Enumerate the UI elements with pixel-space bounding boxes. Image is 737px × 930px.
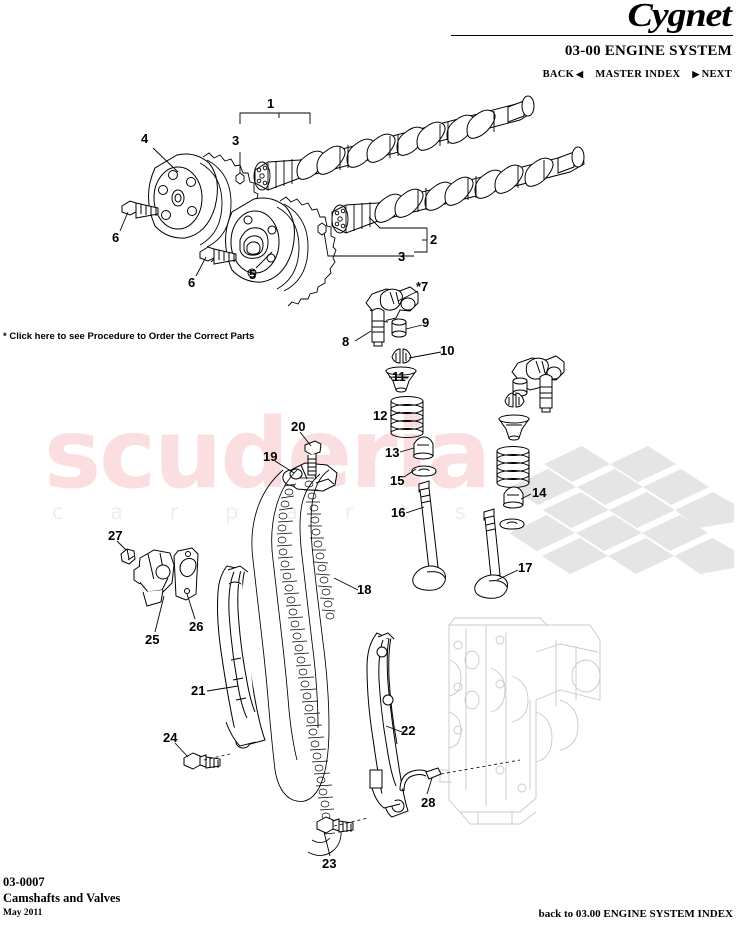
callout-28: 28 [421,795,436,810]
next-link[interactable]: NEXT [701,69,732,80]
intake-valve [412,480,446,591]
callout-27: 27 [108,528,123,543]
callout-6-upper: 6 [112,230,120,245]
order-parts-note-link[interactable]: * Click here to see Procedure to Order t… [3,331,255,342]
chain-guide-tensioner-bolt [316,816,354,834]
document-title: Camshafts and Valves [3,891,121,905]
callout-12: 12 [373,408,388,423]
header-divider [451,35,733,36]
chain-tensioner-gasket [173,547,199,601]
callout-18: 18 [357,582,372,597]
callout-4: 4 [141,131,149,146]
callout-26: 26 [189,619,204,634]
valve-collets-1 [391,348,412,364]
callout-2: 2 [430,232,438,247]
callout-7: *7 [416,279,429,294]
hydraulic-lash-adjuster-2 [539,374,553,413]
valve-collets-2 [504,392,525,408]
page-header: Cygnet 03-00 ENGINE SYSTEM BACK◀ MASTER I… [333,0,737,80]
assembly-dash-lines [203,753,521,827]
valve-stem-seal-2 [503,486,524,509]
callout-24: 24 [163,730,178,745]
chain-guide-tensioner [366,632,409,818]
valve-spring-2 [496,446,530,488]
callout-20: 20 [291,419,306,434]
section-title: 03-00 ENGINE SYSTEM [564,43,732,59]
document-date: May 2011 [3,908,43,918]
page-footer: 03-0007 Camshafts and Valves May 2011 [3,875,120,920]
chain-guide-fixed [217,565,266,749]
valve-stem-seal-1 [413,436,434,460]
camshaft-upper [253,95,535,191]
callout-3-upper: 3 [232,133,240,148]
engine-block-ghost [439,617,601,825]
cygnet-brand-logo: Cygnet [627,0,731,34]
document-number: 03-0007 [3,875,45,889]
chain-guide-bolt [183,752,221,770]
back-to-index-link[interactable]: back to 03.00 ENGINE SYSTEM INDEX [538,908,733,920]
callout-leader-lines [116,112,532,857]
chain-tensioner-assembly [133,549,175,607]
callout-5: 5 [249,267,257,282]
callout-22: 22 [401,723,416,738]
camshaft-sprocket-exhaust [225,196,337,307]
callout-6-lower: 6 [188,275,196,290]
valve-spring-seat-1 [391,318,407,338]
callout-1: 1 [267,96,275,111]
next-arrow-icon[interactable]: ▶ [692,69,700,79]
chain-tensioner-arm [282,462,338,492]
callout-25: 25 [145,632,160,647]
callout-17: 17 [518,560,533,575]
camshaft-lower [331,146,585,234]
timing-chain [251,469,342,856]
hydraulic-lash-adjuster-1 [371,308,385,347]
callout-3-lower: 3 [398,249,406,264]
callout-15: 15 [390,473,405,488]
callout-13: 13 [385,445,400,460]
oil-jet [399,767,442,792]
callout-11: 11 [392,369,406,384]
callout-19: 19 [263,449,278,464]
callout-14: 14 [532,485,547,500]
camshaft-sprocket-intake [148,152,260,263]
valve-spring-seat-2 [512,377,528,397]
valve-spring-1 [390,396,424,438]
valve-spring-lower-seat-1 [411,465,437,477]
sprocket-bolt-lower [199,246,237,265]
tensioner-plug [120,548,136,565]
valve-spring-retainer-2 [498,414,530,441]
exhaust-valve [474,508,508,599]
callout-23: 23 [322,856,337,871]
back-link[interactable]: BACK [542,69,575,80]
callout-10: 10 [440,343,455,358]
valve-spring-retainer-1 [385,366,417,393]
master-index-link[interactable]: MASTER INDEX [595,69,681,80]
tensioner-bolt [304,440,322,476]
valve-spring-lower-seat-2 [499,518,525,530]
navigation-bar: BACK◀ MASTER INDEX ▶NEXT [333,69,733,80]
callout-8: 8 [342,334,350,349]
callout-21: 21 [191,683,206,698]
sprocket-bolt-upper [121,200,159,219]
callout-16: 16 [391,505,406,520]
back-arrow-icon[interactable]: ◀ [576,69,584,79]
callout-9: 9 [422,315,430,330]
